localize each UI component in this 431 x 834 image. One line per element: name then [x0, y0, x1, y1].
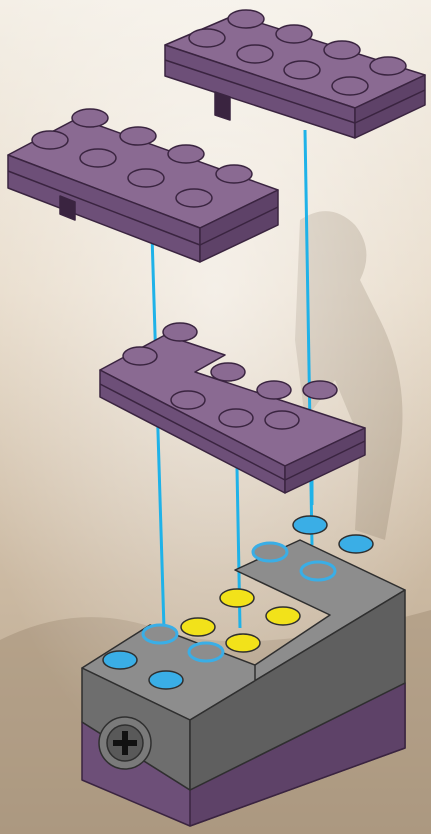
plate-2x4-top-right-studs	[188, 9, 407, 96]
plate-2x4-top-left	[7, 108, 279, 263]
plate-2x4-top-right	[164, 9, 426, 139]
sensor-brick-base	[81, 515, 406, 827]
plate-2x4-top-left-studs	[31, 108, 253, 208]
sensor-brick-studs	[102, 515, 374, 690]
plate-middle-studs	[122, 322, 338, 430]
plate-2x4-middle-notched	[99, 322, 366, 494]
